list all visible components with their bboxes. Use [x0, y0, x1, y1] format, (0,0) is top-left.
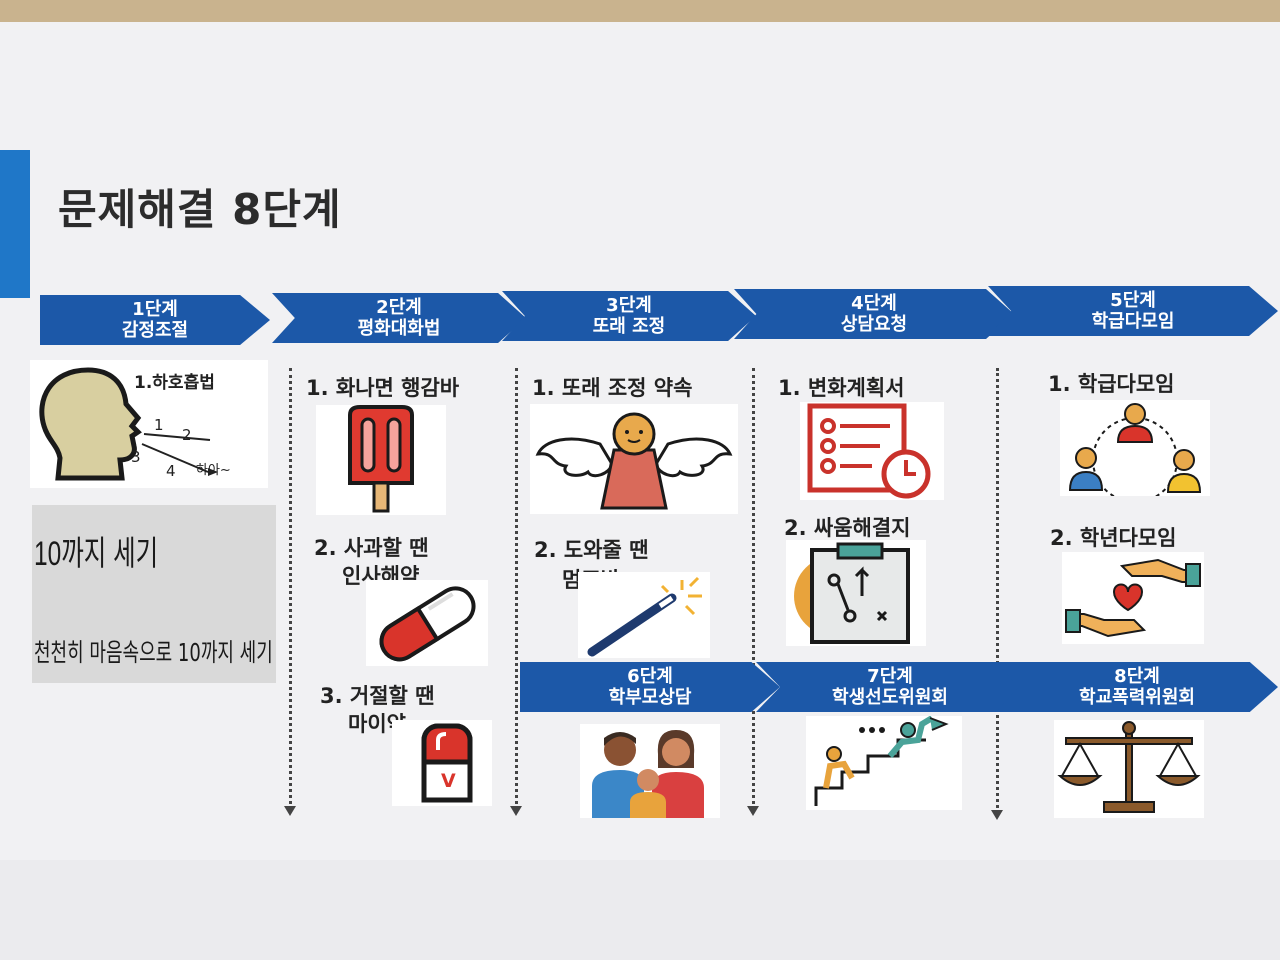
count-box: [32, 505, 276, 683]
chevron-step-3: 3단계 또래 조정: [502, 291, 756, 341]
chevron-step-7: 7단계 학생선도위원회: [756, 662, 1024, 712]
capsule-pill-icon: [366, 580, 488, 666]
breath-number: 1: [154, 416, 164, 434]
step-name: 학급다모임: [1091, 311, 1175, 332]
step-name: 학부모상담: [608, 687, 692, 708]
breathing-head-icon: [30, 360, 268, 488]
step-name: 학교폭력위원회: [1079, 687, 1195, 708]
step-number: 6단계: [627, 666, 673, 687]
step-number: 8단계: [1114, 666, 1160, 687]
step-number: 5단계: [1110, 290, 1156, 311]
arrow-down-icon: [747, 806, 759, 816]
col3-item2-line1: 2. 도와줄 땐: [534, 538, 649, 562]
arrow-down-icon: [284, 806, 296, 816]
col3-item1: 1. 또래 조정 약속: [532, 376, 693, 400]
breath-number: 2: [182, 426, 192, 444]
popsicle-icon: [316, 405, 446, 515]
mentoring-climb-icon: [806, 715, 962, 810]
angel-icon: [530, 404, 738, 514]
col2-item2-line1: 2. 사과할 땐: [314, 536, 429, 560]
wall-background: [0, 0, 1280, 24]
step-number: 7단계: [867, 666, 913, 687]
col5-item2: 2. 학년다모임: [1050, 526, 1177, 550]
step-number: 1단계: [132, 299, 178, 320]
justice-scales-icon: [1054, 720, 1204, 818]
divider-line: [515, 368, 518, 804]
chevron-step-6: 6단계 학부모상담: [520, 662, 780, 712]
divider-line: [752, 368, 755, 804]
pill-bottle-icon: [392, 720, 492, 806]
chevron-step-5: 5단계 학급다모임: [988, 286, 1278, 336]
breath-number: 4: [166, 462, 176, 480]
magic-wand-icon: [578, 572, 710, 658]
step-number: 4단계: [851, 293, 897, 314]
strategy-clipboard-icon: [786, 540, 926, 646]
step-name: 또래 조정: [592, 316, 666, 337]
pill-letter: V: [441, 770, 456, 792]
group-meeting-icon: [1060, 400, 1210, 503]
chevron-step-2: 2단계 평화대화법: [272, 293, 526, 343]
poster-bottom: [0, 860, 1280, 960]
count-title: 10까지 세기: [34, 535, 159, 573]
breath-number: 3: [131, 448, 141, 466]
step-name: 상담요청: [840, 314, 908, 335]
col5-item1: 1. 학급다모임: [1048, 372, 1175, 396]
chevron-step-8: 8단계 학교폭력위원회: [996, 662, 1278, 712]
divider-line: [996, 368, 999, 808]
col2-item1: 1. 화나면 행감바: [306, 376, 460, 400]
step-name: 학생선도위원회: [832, 687, 948, 708]
family-icon: [580, 724, 720, 818]
step-number: 2단계: [376, 297, 422, 318]
col4-item1: 1. 변화계획서: [778, 376, 905, 400]
step-name: 감정조절: [121, 320, 189, 341]
chevron-step-1: 1단계 감정조절: [40, 295, 270, 345]
col2-item3-line1: 3. 거절할 땐: [320, 684, 435, 708]
page-title: 문제해결 8단계: [58, 185, 342, 234]
step-name: 평화대화법: [357, 318, 441, 339]
arrow-down-icon: [510, 806, 522, 816]
breathing-label: 1.하호흡법: [134, 373, 215, 393]
col4-item2: 2. 싸움해결지: [784, 516, 911, 540]
breath-sound: 하아~: [196, 463, 231, 478]
arrow-down-icon: [991, 810, 1003, 820]
plan-checklist-icon: [800, 402, 944, 500]
chevron-step-4: 4단계 상담요청: [734, 289, 1014, 339]
caring-hands-heart-icon: [1062, 552, 1204, 644]
title-accent-bar: [0, 150, 30, 298]
count-description: 천천히 마음속으로 10까지 세기: [34, 638, 273, 667]
divider-line: [289, 368, 292, 804]
step-number: 3단계: [606, 295, 652, 316]
